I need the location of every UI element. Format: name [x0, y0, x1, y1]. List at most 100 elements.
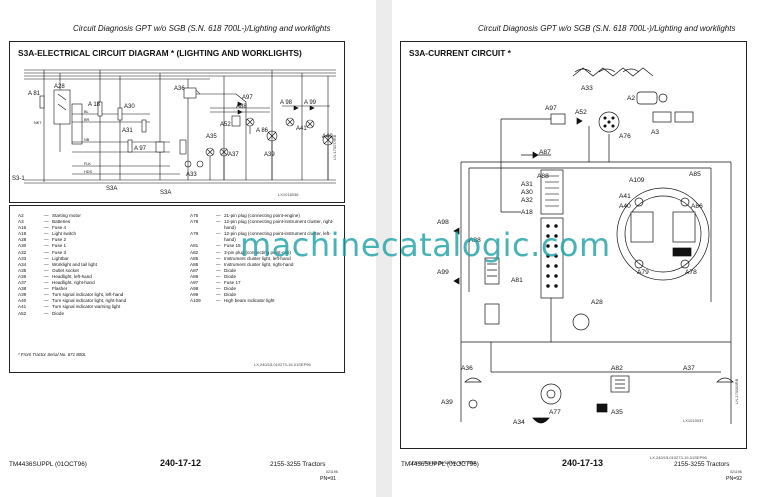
diagram-label: A36: [461, 365, 473, 372]
legend-row: A98—Diode: [190, 286, 237, 292]
diagram-label: A88: [537, 173, 549, 180]
footer-pn: PN=91: [320, 476, 337, 482]
page-gutter: [376, 0, 392, 497]
diagram-labels: A 81 A28 A 18 A30 A31 A 97 A36 A97 A88 A…: [12, 84, 333, 196]
footer-date: 021196: [730, 470, 742, 474]
diagram-label: A 86: [256, 128, 269, 134]
diagram-label: A86: [691, 203, 703, 210]
page-header: Circuit Diagnosis GPT w/o SGB (S.N. 618 …: [478, 24, 736, 33]
diagram-label: A37: [683, 365, 695, 372]
legend-row: A88—Diode: [190, 273, 237, 279]
legend-row: A99—Diode: [190, 292, 237, 298]
diagram-label: A18: [521, 209, 533, 216]
diagram-label: A32: [521, 197, 533, 204]
page-number: 240-17-13: [562, 458, 604, 468]
figure-side-id: LN-17007/IRB: [332, 134, 337, 160]
current-circuit-labels: A33 A2 A3 A97 A52 A76 A87 A88 A31 A30 A3…: [437, 85, 703, 426]
legend-row: A79—12-pin plug (connecting point-instru…: [190, 231, 331, 243]
diagram-label: A97: [242, 95, 253, 101]
legend-row: A16—Fuse 4: [18, 225, 67, 231]
diagram-label: A 99: [304, 100, 317, 106]
diagram-label: A3: [651, 129, 659, 136]
current-circuit-drawing: A33 A2 A3 A97 A52 A76 A87 A88 A31 A30 A3…: [437, 67, 734, 426]
diagram-label: A 18: [88, 102, 101, 108]
wire-label: NKT: [34, 121, 42, 125]
diagram-label: A31: [122, 128, 133, 134]
footer-models: 2155-3255 Tractors: [270, 461, 326, 468]
wire-label: BR: [84, 118, 90, 122]
wire-labels: BL BR NKT NB FLK HDS: [34, 110, 92, 174]
diagram-label: A81: [511, 277, 523, 284]
legend-row: A85—Instrument cluster light, left-hand: [190, 255, 291, 261]
wire-label: NB: [84, 138, 90, 142]
legend-row: A97—Fuse 17: [190, 280, 241, 286]
current-circuit-frame: S3A-CURRENT CIRCUIT *: [400, 41, 747, 465]
page-number: 240-17-12: [160, 458, 202, 468]
diagram-label: A28: [591, 299, 603, 306]
legend-row: A39—Turn signal indicator light, left-ha…: [18, 292, 124, 298]
footnote-id: LX,240/15,010273-19-01SEP96: [650, 455, 707, 460]
diagram-label: A40: [322, 134, 333, 140]
legend-row: A109—High beam indicator light: [190, 298, 275, 304]
page-header: Circuit Diagnosis GPT w/o SGB (S.N. 618 …: [73, 24, 331, 33]
legend-row: A38—Flasher: [18, 286, 68, 292]
legend-row: A33—Lightbar: [18, 255, 69, 261]
diagram-label: A52: [575, 109, 587, 116]
circuit-diagram-drawing: A 81 A28 A 18 A30 A31 A 97 A36 A97 A88 A…: [12, 69, 336, 196]
diagram-label: A37: [228, 152, 239, 158]
legend-row: A37—Headlight, right-hand: [18, 280, 95, 286]
legend-row: A82—3-pin plug (connecting point-cab): [190, 249, 291, 255]
watermark-text: machinecatalogic.com: [240, 226, 611, 264]
legend-row: A41—Turn signal indicator warning light: [18, 304, 121, 310]
diagram-label: S3A: [106, 186, 117, 192]
legend-row: A86—Instrument cluster light, right-hand: [190, 261, 294, 267]
diagram-label: A41: [296, 126, 307, 132]
diagram-label: A30: [124, 104, 135, 110]
footer-date: 021196: [326, 470, 338, 474]
diagram-label: A82: [611, 365, 623, 372]
diagram-label: A39: [441, 399, 453, 406]
footer-models: 2155-3255 Tractors: [674, 461, 730, 468]
diagram-label: A99: [437, 269, 449, 276]
diagram-label: A31: [521, 181, 533, 188]
diagram-label: A 81: [28, 91, 41, 97]
diagram-label: A40: [619, 203, 631, 210]
legend-row: A3—Batteries: [18, 219, 71, 225]
legend-row: A52—Diode: [18, 310, 65, 316]
diagram-label: A35: [206, 134, 217, 140]
diagram-label: A98: [437, 219, 449, 226]
legend-row: A78—12-pin plug (connecting point-instru…: [190, 219, 334, 231]
legend-row: A81—Fuse 15: [190, 243, 241, 249]
diagram-label: A36: [174, 86, 185, 92]
legend-row: A32—Fuse 3: [18, 249, 67, 255]
legend-row: A87—Diode: [190, 267, 237, 273]
diagram-label: A79: [637, 269, 649, 276]
wire-label: HDS: [84, 170, 92, 174]
footer-manual-id: TM4436SUPPL (01OCT96): [401, 461, 479, 468]
wire-label: FLK: [84, 162, 91, 166]
diagram-label: A33: [581, 85, 593, 92]
legend-row: A40—Turn signal indicator light, right-h…: [18, 298, 127, 304]
diagram-label: S3A: [160, 190, 171, 196]
diagram-label: A77: [549, 409, 561, 416]
diagram-label: A2: [627, 95, 635, 102]
legend-column-left: A2—Starting motor A3—Batteries A16—Fuse …: [18, 213, 162, 317]
legend-column-right: A76—21-pin plug (connecting point-engine…: [190, 213, 334, 304]
drawing-id: LX1019037: [683, 418, 704, 423]
diagram-label: A38: [469, 237, 481, 244]
manual-page-left: Circuit Diagnosis GPT w/o SGB (S.N. 618 …: [0, 0, 376, 497]
footnote: * From Tractor Serial No. 671 800L: [18, 352, 87, 357]
legend-row: A76—21-pin plug (connecting point-engine…: [190, 213, 300, 218]
legend-frame: A2—Starting motor A3—Batteries A16—Fuse …: [9, 205, 345, 373]
footer-pn: PN=92: [726, 476, 743, 482]
diagram-label: A28: [54, 84, 65, 90]
diagram-label: A35: [611, 409, 623, 416]
diagram-label: A30: [521, 189, 533, 196]
drawing-id: LX1016036: [278, 192, 299, 197]
legend-row: A34—Worklight and tail light: [18, 261, 97, 267]
footer-manual-id: TM4436SUPPL (01OCT96): [9, 461, 87, 468]
diagram-label: A109: [629, 177, 645, 184]
diagram-label: A 97: [134, 146, 147, 152]
diagram-label: A 98: [280, 100, 293, 106]
diagram-label: A76: [619, 133, 631, 140]
